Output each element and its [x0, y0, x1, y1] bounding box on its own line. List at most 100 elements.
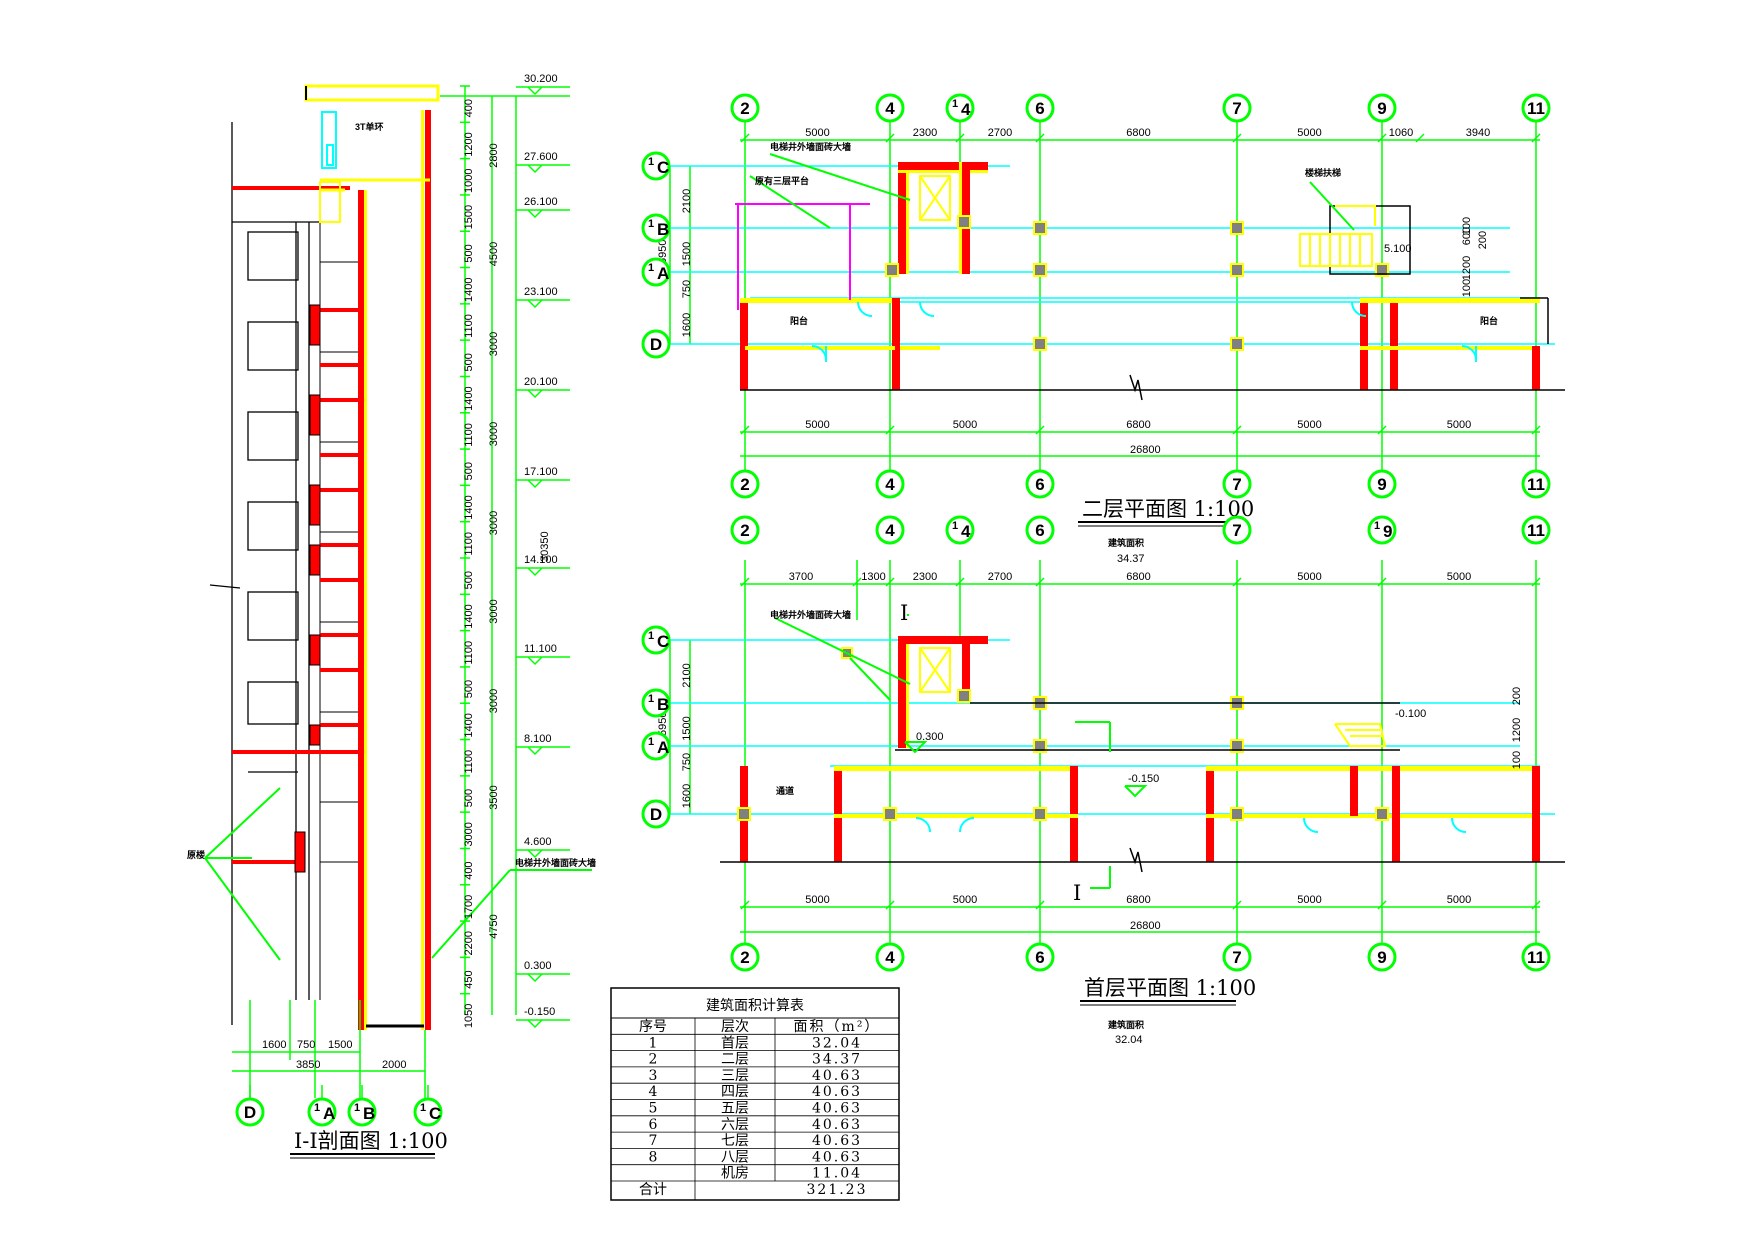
table-cell-index: 序号 [639, 1019, 667, 1035]
plan1-left-dim: 1500 [681, 716, 693, 740]
level-label: 4.600 [524, 836, 552, 848]
axis-bubble-label: 7 [1232, 475, 1241, 494]
segment-label: 500 [463, 789, 475, 807]
axis-bubble-circle [875, 942, 905, 972]
level-label: 11.100 [524, 643, 557, 655]
table-cell-floor: 二层 [721, 1052, 749, 1068]
plan1-bottom-dim: 5000 [953, 894, 977, 906]
plan1-note-wall: 电梯井外墙面砖大墙 [770, 609, 851, 620]
axis-bubble-circle [347, 1097, 377, 1127]
plan1-top-axis-7: 7 [1222, 515, 1252, 545]
segment-label: 1100 [463, 641, 475, 665]
plan1-room-1: 通道 [776, 785, 794, 796]
plan2-top-axis-11: 11 [1521, 93, 1551, 123]
section-dim-2000: 2000 [382, 1059, 406, 1071]
axis-bubble-circle [1521, 515, 1551, 545]
axis-bubble-circle [641, 151, 671, 181]
plan2-bottom-dim: 5000 [1447, 419, 1471, 431]
plan1-bottom-axis-4: 4 [875, 942, 905, 972]
segment-label: 500 [463, 353, 475, 371]
plan2-top-dim: 1060 [1389, 127, 1413, 139]
plan2-bottom-axis-11: 11 [1521, 469, 1551, 499]
axis-bubble-label: 4 [961, 522, 971, 541]
dim-tick [1232, 900, 1242, 910]
segment2-label: 3000 [488, 599, 500, 623]
axis-bubble-label: 4 [885, 948, 895, 967]
dim-tick [1377, 900, 1387, 910]
plan1-stair [1334, 723, 1387, 747]
dim-tick [1035, 133, 1045, 143]
segment2-label: 3000 [488, 422, 500, 446]
level-label: 27.600 [524, 151, 558, 163]
axis-bubble-label: 4 [885, 99, 895, 118]
dim-tick [1415, 133, 1425, 143]
axis-bubble-label: 6 [1035, 521, 1044, 540]
plan2-right-dim: 200 [1477, 231, 1489, 249]
axis-bubble-circle [1367, 515, 1397, 545]
table-cell-area: 40.63 [812, 1133, 862, 1149]
table-cell-index: 2 [649, 1052, 658, 1068]
section-dim-1500: 1500 [328, 1039, 352, 1051]
plan2-top-dim: 6800 [1126, 127, 1150, 139]
axis-bubble-circle [1367, 469, 1397, 499]
axis-bubble-label: 6 [1035, 475, 1044, 494]
plan1-left-dim: 750 [681, 753, 693, 771]
table-cell-index: 6 [649, 1117, 658, 1133]
plan2-bottom-axis-4: 4 [875, 469, 905, 499]
segment-label: 1700 [463, 895, 475, 919]
plan1-bottom-dim: 5000 [805, 894, 829, 906]
segment-labels: 4001200100015005001400110050014001100500… [460, 85, 500, 1028]
level-triangle [527, 656, 543, 666]
plan1-level-1: 0.300 [916, 731, 944, 743]
segment2-label: 2800 [488, 143, 500, 167]
axis-bubble-label: 2 [740, 475, 749, 494]
axis-bubble-circle [1025, 93, 1055, 123]
plan2-grid [669, 118, 1540, 470]
plan1-top-axis-11: 11 [1521, 515, 1551, 545]
plan1-top-axis-4: 4 [875, 515, 905, 545]
segment-label: 500 [463, 462, 475, 480]
plan2-top-axis-7: 7 [1222, 93, 1252, 123]
axis-bubble-circle [1222, 469, 1252, 499]
level-label: 0.300 [524, 960, 552, 972]
segment2-label: 3000 [488, 511, 500, 535]
axis-bubble-label: 11 [1527, 948, 1545, 967]
plan1-top-dim: 2700 [988, 571, 1012, 583]
axis-bubble-sup: 1 [354, 1102, 360, 1114]
dim-tick [1531, 900, 1541, 910]
section-dims [440, 86, 570, 1015]
axis-bubble-sup: 1 [952, 520, 958, 532]
plan1-level-3: -0.100 [1395, 708, 1426, 720]
plan1-top-dim: 1300 [861, 571, 885, 583]
table-cell-floor: 四层 [721, 1084, 749, 1100]
axis-bubble-circle [875, 93, 905, 123]
plan2-left-total: 5950 [657, 240, 669, 264]
table-cell-index: 7 [649, 1133, 658, 1149]
axis-bubble-label: 9 [1377, 99, 1386, 118]
level-triangle [527, 209, 543, 219]
table-cell-floor: 三层 [721, 1068, 749, 1084]
dim-tick [1377, 425, 1387, 435]
axis-bubble-label: 2 [740, 99, 749, 118]
plan2-stair-level: 5.100 [1384, 243, 1412, 255]
axis-bubble-circle [730, 93, 760, 123]
axis-bubble-circle [641, 688, 671, 718]
segment-label: 1400 [463, 713, 475, 737]
axis-bubble-sup: 1 [420, 1102, 426, 1114]
plan1-doors [915, 817, 1467, 833]
dim-tick [852, 577, 862, 587]
table-cell-area: 40.63 [812, 1084, 862, 1100]
dim-tick [1232, 425, 1242, 435]
axis-bubble-circle [1025, 469, 1055, 499]
axis-bubble-sup: 1 [314, 1102, 320, 1114]
axis-bubble-label: 6 [1035, 99, 1044, 118]
axis-bubble-label: 2 [740, 521, 749, 540]
plan1-bottom-axis-7: 7 [1222, 942, 1252, 972]
plan2-left-dim: 1500 [681, 242, 693, 266]
